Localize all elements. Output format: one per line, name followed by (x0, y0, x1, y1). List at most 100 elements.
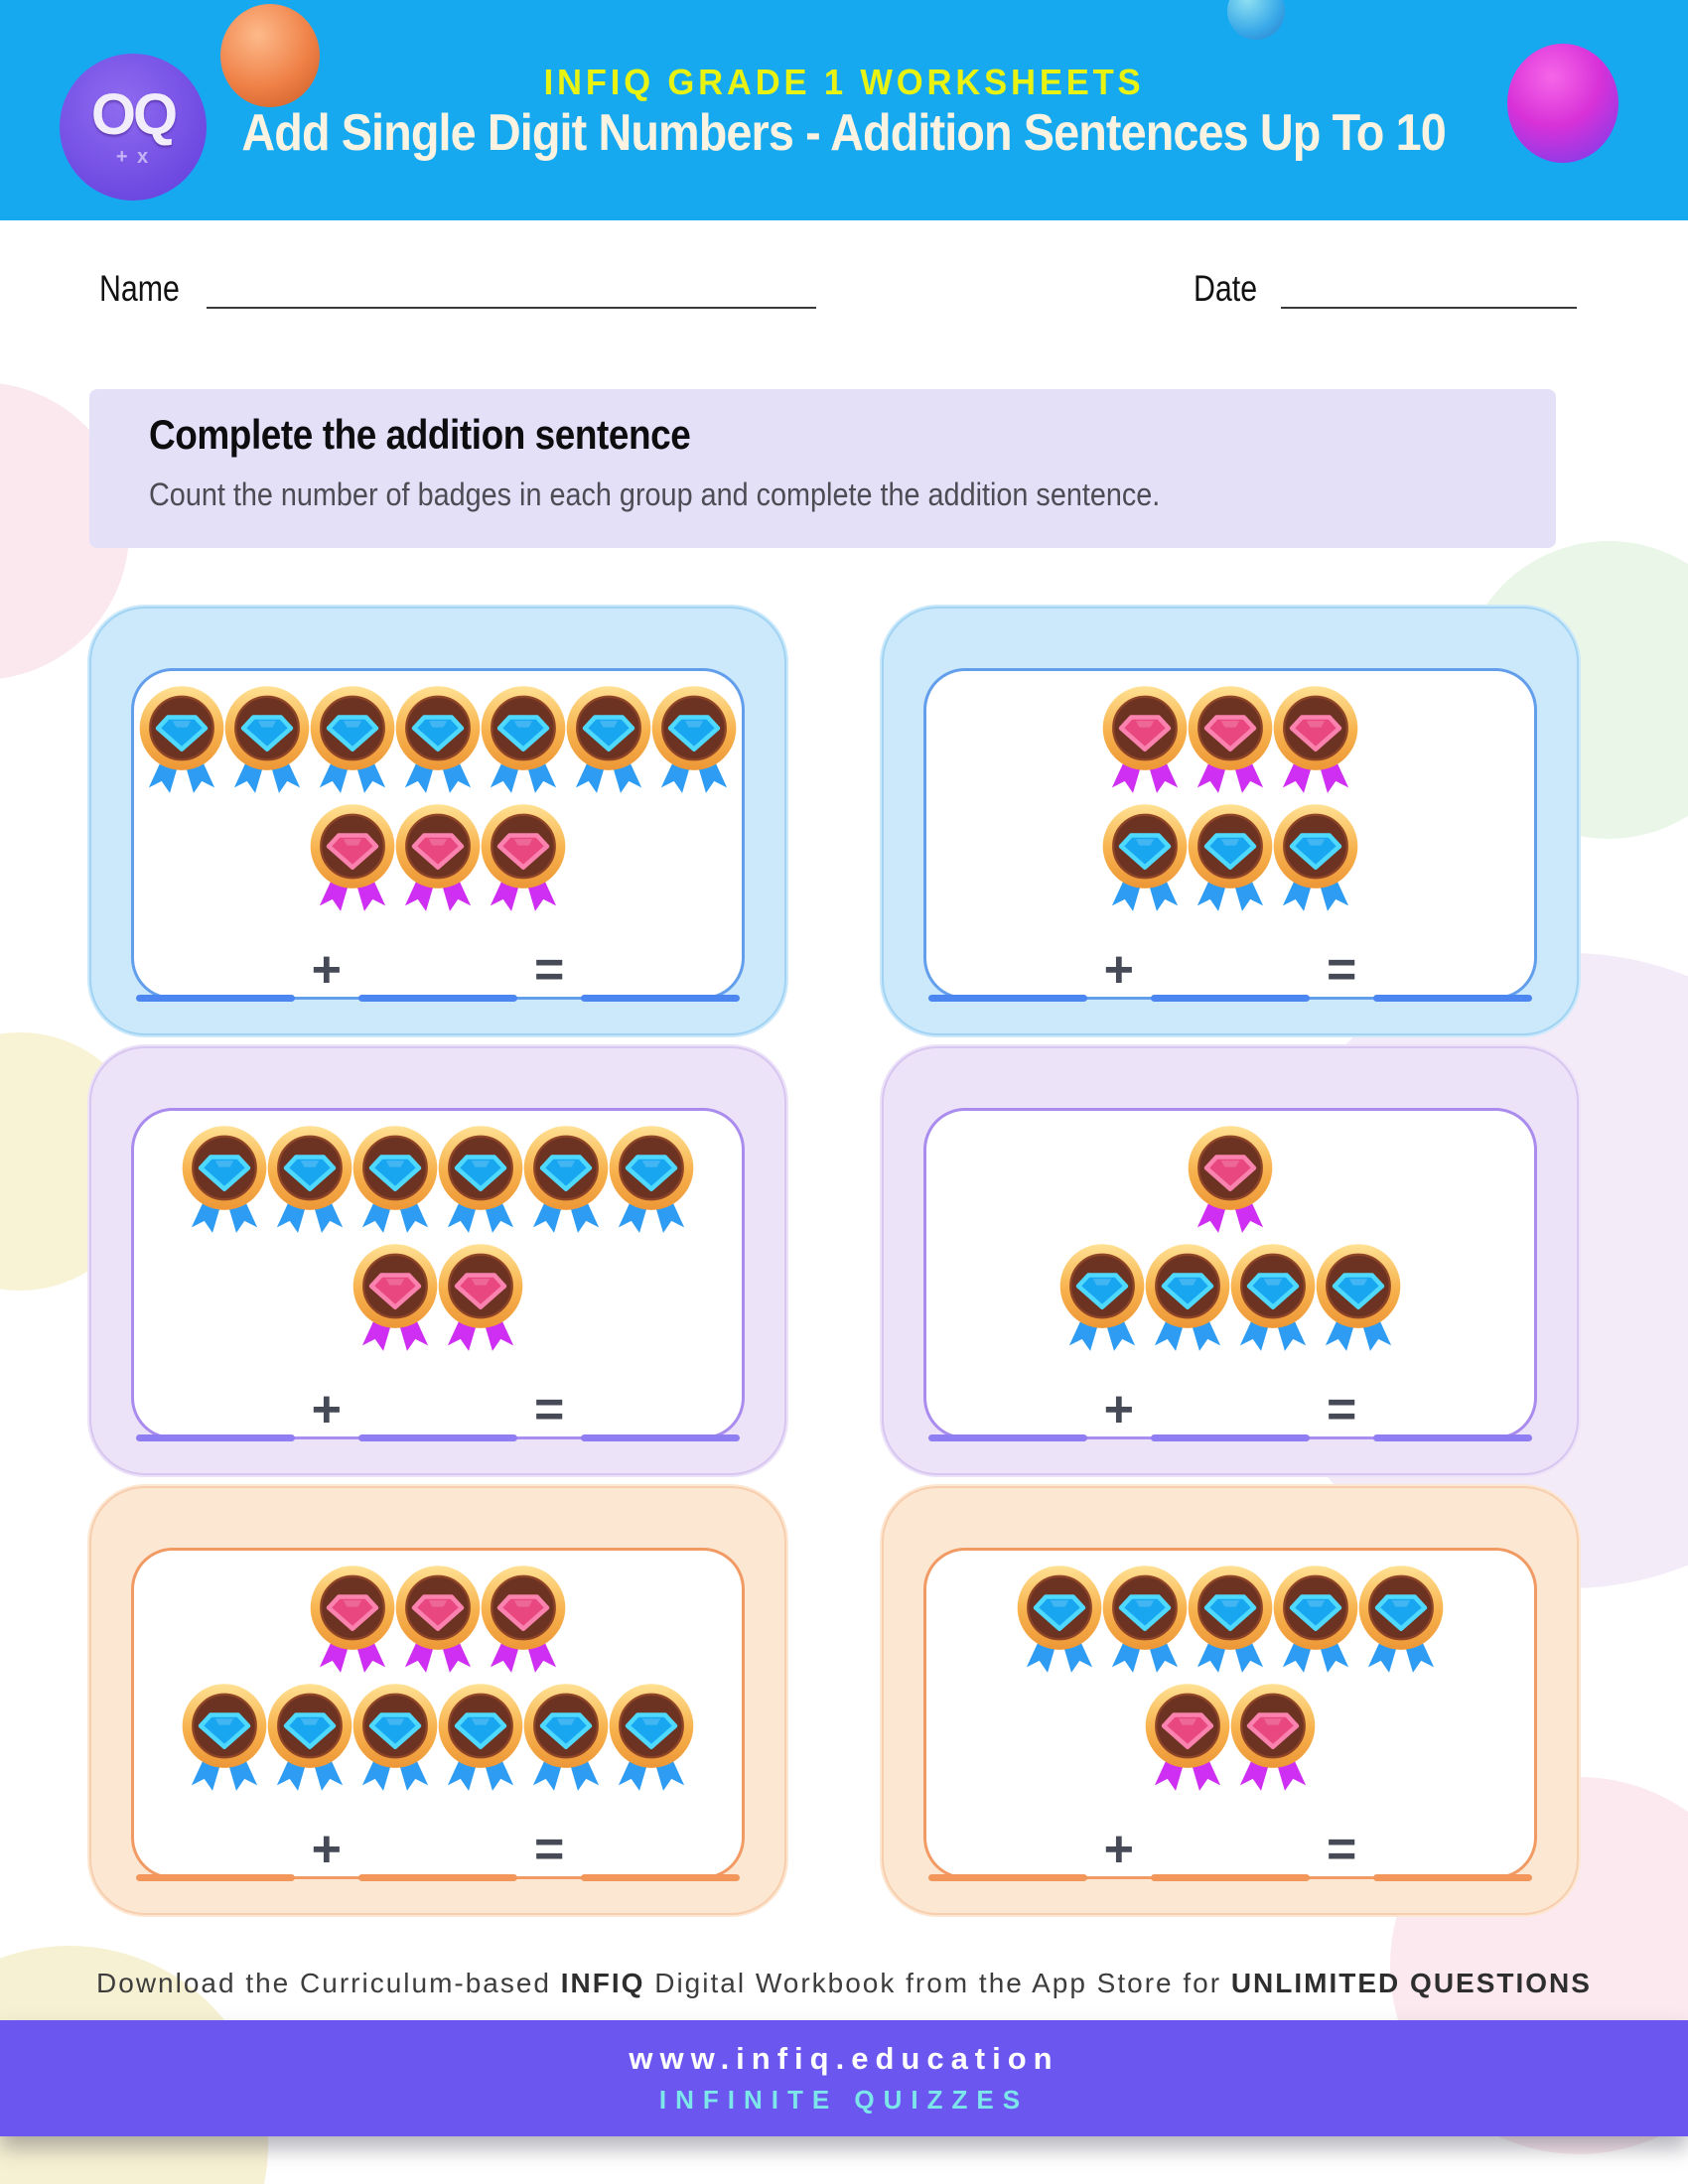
blue-gem-badge-icon (1014, 1564, 1105, 1676)
blue-gem-badge-icon (392, 684, 484, 796)
answer-blank[interactable] (135, 995, 295, 1002)
blue-gem-badge-icon (350, 1682, 441, 1794)
answer-blank[interactable] (1151, 1434, 1310, 1441)
name-date-row: Name Date (0, 266, 1688, 316)
name-label: Name (99, 268, 180, 309)
blue-gem-badge-icon (1185, 802, 1276, 914)
pink-gem-badge-icon (392, 1564, 484, 1676)
answer-blank[interactable] (1373, 995, 1533, 1002)
answer-blank[interactable] (358, 1874, 517, 1881)
equals-sign: = (534, 1821, 565, 1878)
plus-sign: + (1103, 941, 1134, 999)
badge-group-row (352, 1242, 523, 1354)
blue-gem-badge-icon (1056, 1242, 1148, 1354)
equals-sign: = (1327, 1381, 1357, 1438)
equals-sign: = (1327, 941, 1357, 999)
addition-sentence: += (87, 944, 788, 1004)
problems-grid: += (87, 605, 1581, 1917)
blue-gem-badge-icon (1185, 1564, 1276, 1676)
blue-gem-badge-icon (179, 1682, 270, 1794)
addition-sentence: += (87, 1824, 788, 1883)
plus-sign: + (311, 941, 342, 999)
answer-blank[interactable] (581, 1874, 741, 1881)
addition-sentence: += (880, 944, 1581, 1004)
website-link[interactable]: www.infiq.education (629, 2041, 1059, 2076)
pink-gem-badge-icon (1185, 684, 1276, 796)
magenta-sphere-decoration (1507, 44, 1618, 163)
blue-gem-badge-icon (1355, 1564, 1447, 1676)
answer-blank[interactable] (1373, 1434, 1533, 1441)
equals-sign: = (534, 941, 565, 999)
badge-group-row (182, 1682, 694, 1794)
blue-gem-badge-icon (1270, 1564, 1361, 1676)
pink-gem-badge-icon (1227, 1682, 1319, 1794)
badge-group-row (1145, 1682, 1316, 1794)
badge-panel (131, 1548, 745, 1879)
logo-letters: OQ (90, 81, 178, 147)
badge-group-row (139, 684, 737, 796)
pink-gem-badge-icon (392, 802, 484, 914)
instruction-title: Complete the addition sentence (149, 411, 691, 458)
plus-sign: + (311, 1821, 342, 1878)
addition-sentence: += (880, 1384, 1581, 1443)
header-banner: OQ + x INFIQ GRADE 1 WORKSHEETS Add Sing… (0, 0, 1688, 220)
badge-group-row (310, 802, 566, 914)
badge-group-row (1017, 1564, 1444, 1676)
answer-blank[interactable] (1373, 1874, 1533, 1881)
pink-gem-badge-icon (1142, 1682, 1233, 1794)
blue-gem-badge-icon (179, 1124, 270, 1236)
answer-blank[interactable] (358, 1434, 517, 1441)
answer-blank[interactable] (927, 995, 1087, 1002)
answer-blank[interactable] (1151, 1874, 1310, 1881)
date-input-line[interactable] (1281, 307, 1577, 309)
pink-gem-badge-icon (307, 1564, 398, 1676)
answer-blank[interactable] (135, 1874, 295, 1881)
addition-sentence: += (880, 1824, 1581, 1883)
answer-blank[interactable] (581, 1434, 741, 1441)
answer-blank[interactable] (135, 1434, 295, 1441)
equals-sign: = (1327, 1821, 1357, 1878)
answer-blank[interactable] (927, 1434, 1087, 1441)
plus-sign: + (1103, 1381, 1134, 1438)
problem-card: += (87, 1044, 788, 1477)
infiq-logo: OQ + x (60, 54, 207, 201)
badge-group-row (310, 1564, 566, 1676)
orange-sphere-decoration (220, 4, 320, 107)
worksheet-series-heading: INFIQ GRADE 1 WORKSHEETS (543, 62, 1145, 102)
problem-card: += (87, 605, 788, 1037)
answer-blank[interactable] (927, 1874, 1087, 1881)
instruction-box: Complete the addition sentence Count the… (89, 389, 1556, 548)
answer-blank[interactable] (358, 995, 517, 1002)
footer-bar: www.infiq.education INFINITE QUIZZES (0, 2020, 1688, 2136)
badge-panel (923, 1548, 1537, 1879)
date-label: Date (1194, 268, 1258, 309)
blue-gem-badge-icon (1270, 802, 1361, 914)
promo-bold-text: UNLIMITED QUESTIONS (1230, 1968, 1592, 1998)
promo-text: Download the Curriculum-based (96, 1968, 561, 1998)
pink-gem-badge-icon (307, 802, 398, 914)
badge-panel (923, 1108, 1537, 1439)
instruction-subtitle: Count the number of badges in each group… (149, 477, 1161, 512)
blue-gem-badge-icon (1142, 1242, 1233, 1354)
name-input-line[interactable] (207, 307, 816, 309)
blue-gem-badge-icon (1099, 802, 1191, 914)
pink-gem-badge-icon (435, 1242, 526, 1354)
answer-blank[interactable] (581, 995, 741, 1002)
blue-gem-badge-icon (478, 684, 569, 796)
addition-sentence: += (87, 1384, 788, 1443)
blue-gem-badge-icon (264, 1124, 355, 1236)
blue-gem-badge-icon (648, 684, 740, 796)
pink-gem-badge-icon (1099, 684, 1191, 796)
blue-gem-badge-icon (520, 1124, 612, 1236)
promo-bold-text: INFIQ (560, 1968, 645, 1998)
problem-card: += (880, 1484, 1581, 1917)
problem-card: += (880, 1044, 1581, 1477)
pink-gem-badge-icon (478, 1564, 569, 1676)
footer-tagline: INFINITE QUIZZES (658, 2085, 1030, 2115)
logo-math-symbols: + x (115, 145, 151, 168)
problem-card: += (880, 605, 1581, 1037)
badge-group-row (182, 1124, 694, 1236)
badge-group-row (1188, 1124, 1273, 1236)
answer-blank[interactable] (1151, 995, 1310, 1002)
blue-gem-badge-icon (264, 1682, 355, 1794)
